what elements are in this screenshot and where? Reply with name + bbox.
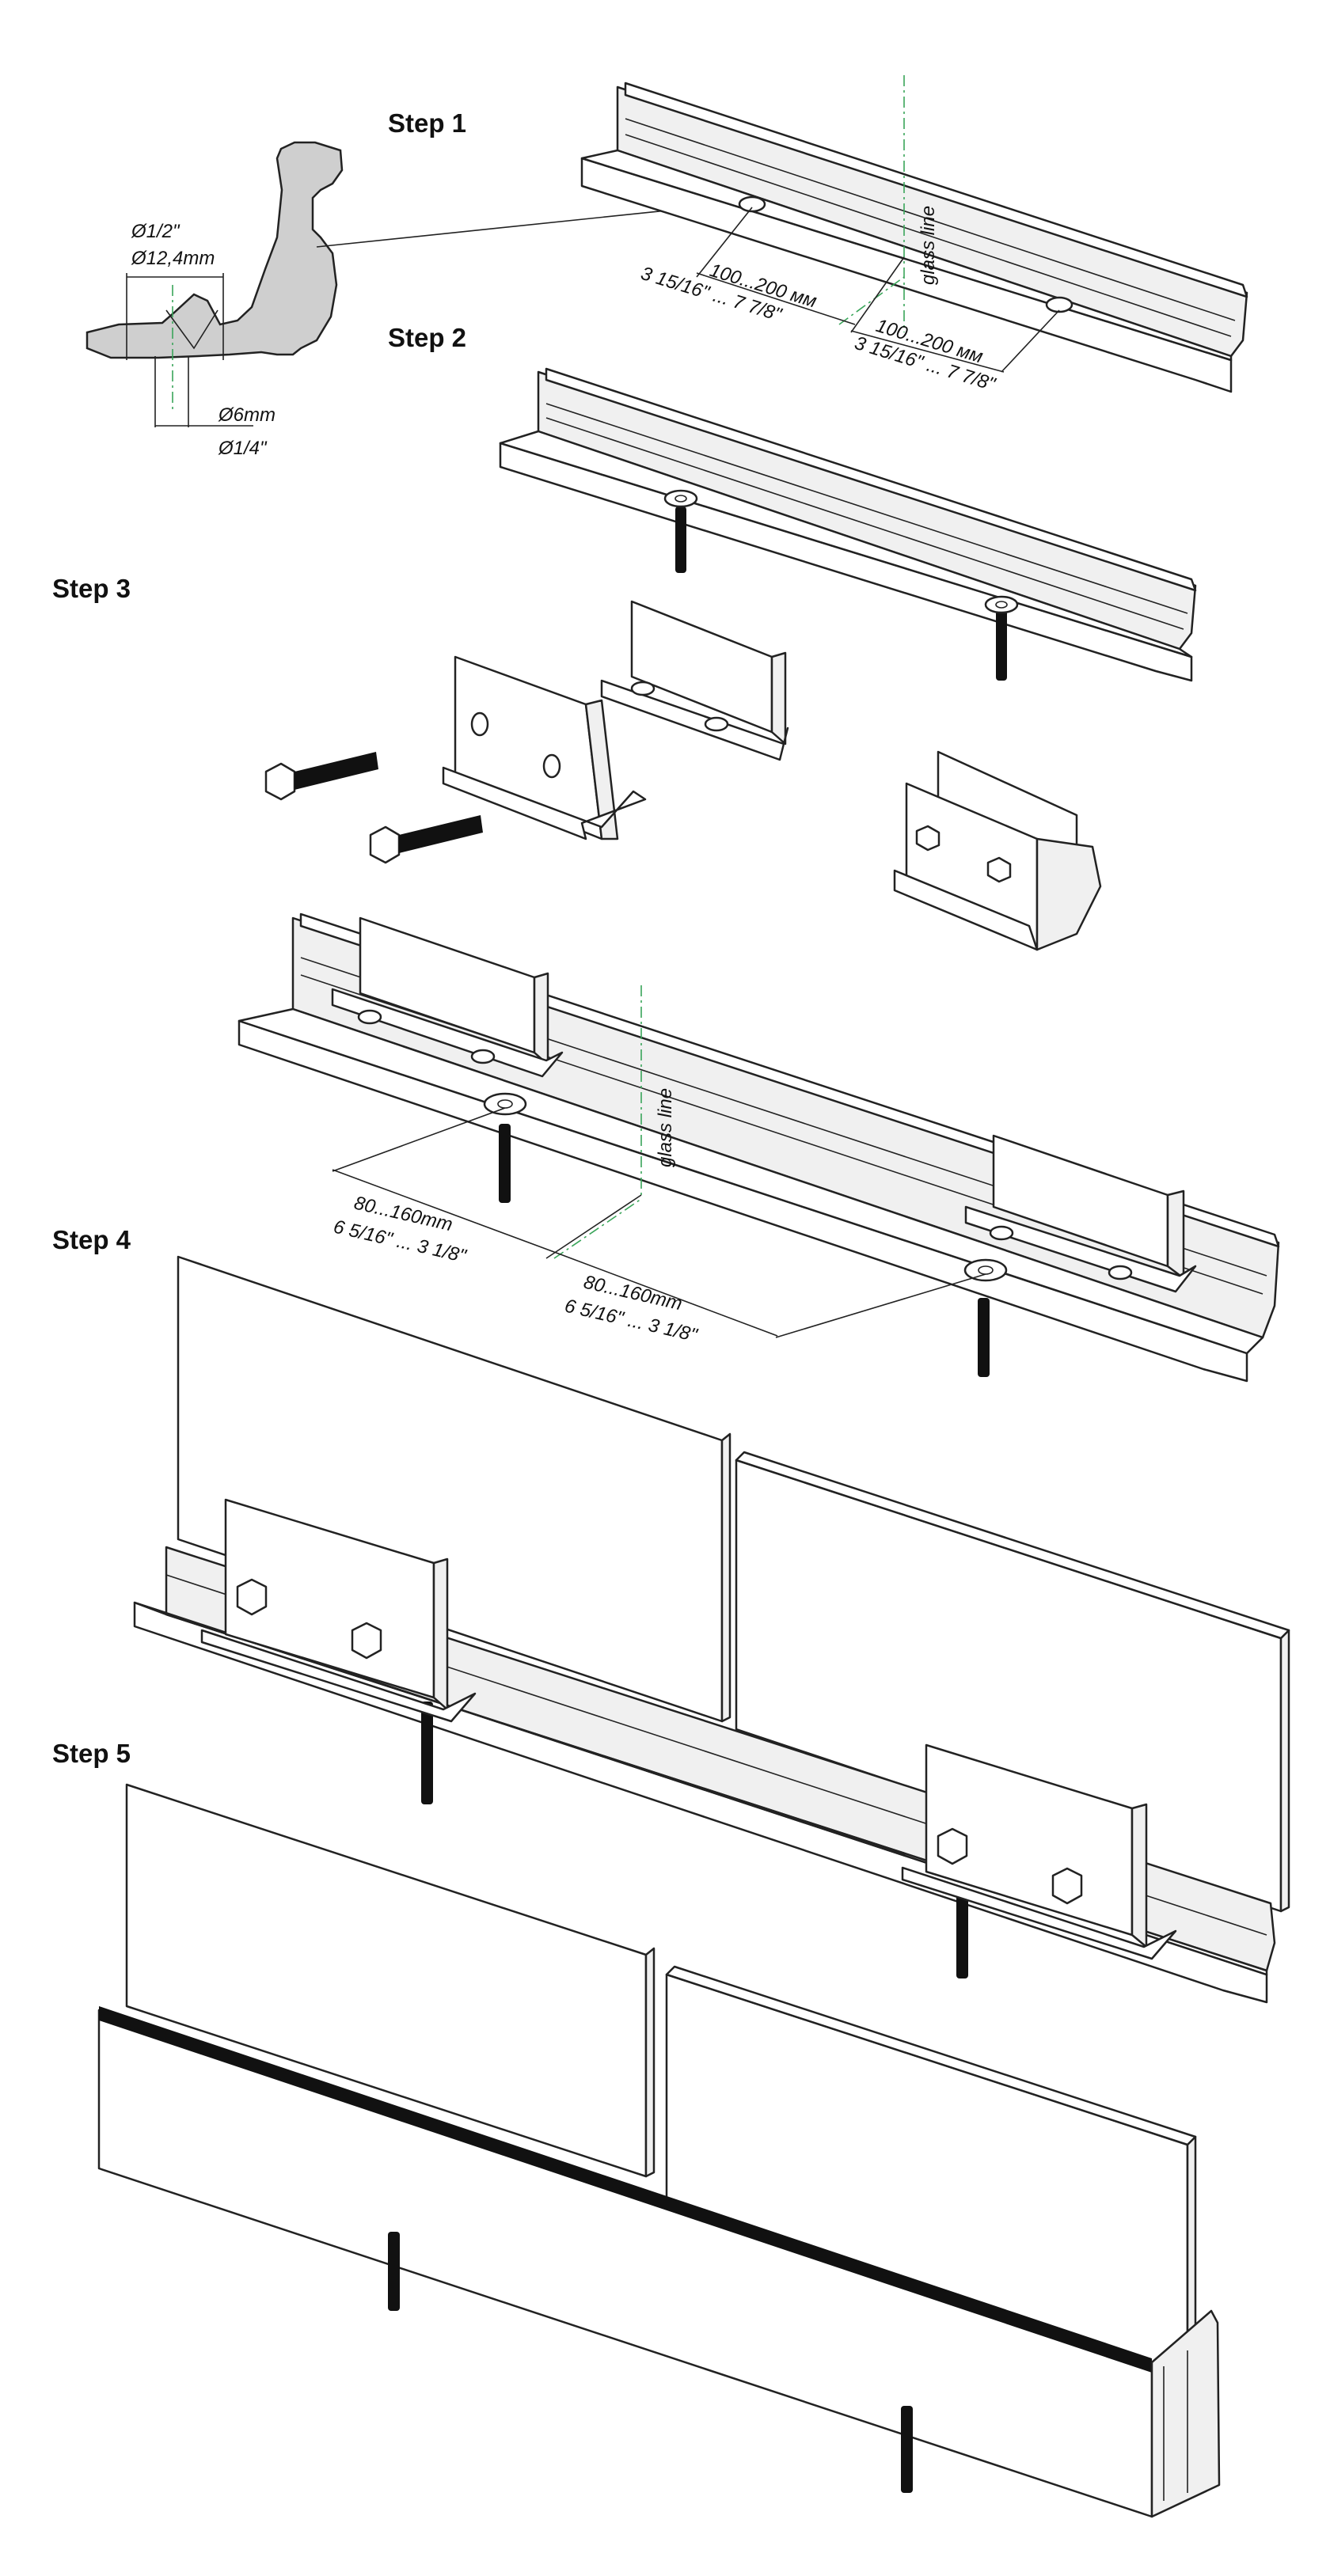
clamp-part-b xyxy=(600,600,789,761)
hex-nut-icon xyxy=(937,1827,968,1865)
hex-nut-icon xyxy=(915,825,940,852)
step4-glass-panel-left xyxy=(177,1255,732,1723)
step-1-label: Step 1 xyxy=(388,108,467,138)
step3-dimensions xyxy=(332,985,986,1338)
hex-nut-icon xyxy=(351,1622,382,1660)
step3-clamp-left xyxy=(331,916,564,1078)
step-3-label: Step 3 xyxy=(52,574,131,603)
step-4-label: Step 4 xyxy=(52,1225,131,1254)
hex-nut-icon xyxy=(1051,1867,1083,1905)
bolt-head-icon xyxy=(369,825,401,864)
step2-stud-right xyxy=(996,609,1007,681)
diam-bottom-metric: Ø6mm xyxy=(218,404,276,426)
diam-top-metric: Ø12,4mm xyxy=(131,248,215,269)
step5-cover-profile xyxy=(97,2006,1221,2518)
bolt-head-icon xyxy=(264,762,296,801)
step4-clamp-right xyxy=(901,1743,1177,1960)
bolt-1 xyxy=(264,752,378,801)
step5-glass-panel-left xyxy=(125,1783,656,2178)
profile-section-detail xyxy=(86,141,713,427)
step2-rail xyxy=(499,367,1197,682)
clamp-part-c xyxy=(893,750,1102,951)
hex-nut-icon xyxy=(236,1578,268,1616)
clamp-part-a xyxy=(442,655,647,840)
step1-rail xyxy=(580,75,1248,393)
step1-glass-line: glass line xyxy=(918,206,939,285)
step-5-label: Step 5 xyxy=(52,1739,131,1768)
step2-stud-left xyxy=(675,506,686,573)
bolt-2 xyxy=(369,815,483,864)
step4-glass-panel-right xyxy=(735,1451,1290,1913)
step-2-label: Step 2 xyxy=(388,323,467,352)
step4-clamp-left xyxy=(200,1498,477,1723)
diam-bottom-imperial: Ø1/4" xyxy=(218,438,268,459)
hex-nut-icon xyxy=(986,856,1012,883)
step3-clamp-right xyxy=(964,1134,1197,1293)
diam-top-imperial: Ø1/2" xyxy=(131,221,180,242)
step3-glass-line: glass line xyxy=(655,1088,676,1167)
